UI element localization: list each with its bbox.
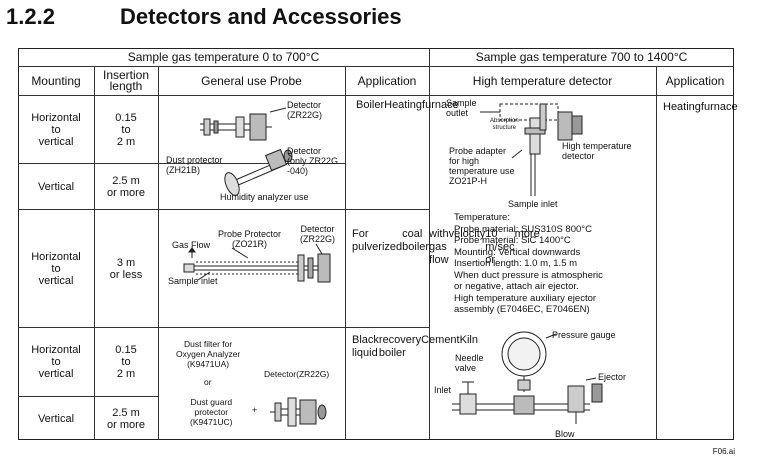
- label-blow: Blow: [555, 429, 575, 439]
- col-header-general-probe: General use Probe: [201, 73, 302, 88]
- figure-label: F06.ai: [712, 447, 735, 456]
- label-or: or: [204, 377, 212, 387]
- probe-drawing-upper: [200, 107, 287, 141]
- col-header-application-2: Application: [665, 73, 725, 88]
- label-pressure-gauge: Pressure gauge: [552, 330, 616, 340]
- table-rule: [18, 396, 158, 397]
- label-detector-a: Detector(ZR22G): [287, 100, 323, 120]
- label-ejector: Ejector: [598, 372, 627, 382]
- label-sample-inlet-ht: Sample inlet: [508, 199, 558, 209]
- high-temp-specs: Temperature: Probe material: SUS310S 800…: [454, 212, 603, 315]
- section-title: Detectors and Accessories: [120, 4, 402, 29]
- label-detector-g2: Detector(ZR22G): [300, 224, 336, 244]
- probe-drawing-long: [183, 243, 331, 283]
- detectors-table: [18, 48, 734, 440]
- row5-mounting: Vertical: [37, 412, 75, 425]
- label-dust-protector: Dust protector(ZH21B): [166, 155, 223, 175]
- table-rule: [656, 66, 657, 440]
- label-detector-b: Detector(only ZR22G-040): [287, 146, 339, 176]
- label-sample-inlet-g2: Sample inlet: [168, 276, 218, 286]
- table-rule: [18, 209, 429, 210]
- table-rule: [18, 327, 429, 328]
- table-rule: [345, 66, 346, 440]
- col-header-mounting: Mounting: [31, 73, 81, 88]
- label-gas-flow: Gas Flow: [172, 240, 211, 250]
- label-detector-g3: Detector(ZR22G): [264, 369, 330, 379]
- col-header-high-temp-detector: High temperature detector: [472, 73, 613, 88]
- ejector-assembly-drawing: [452, 331, 603, 424]
- high-temp-detector-drawing: [480, 103, 583, 196]
- table-rule: [94, 66, 95, 440]
- label-inlet: Inlet: [434, 385, 452, 395]
- table-rule: [158, 66, 159, 440]
- label-humidity: Humidity analyzer use: [220, 192, 309, 202]
- label-plus: +: [252, 405, 258, 415]
- row2-mounting: Vertical: [37, 180, 75, 193]
- table-rule: [429, 48, 430, 440]
- probe-drawing-filter: [270, 397, 327, 427]
- group-header-low-temp: Sample gas temperature 0 to 700°C: [127, 50, 320, 64]
- group-header-high-temp: Sample gas temperature 700 to 1400°C: [475, 50, 688, 64]
- col-header-application: Application: [357, 73, 417, 88]
- table-rule: [18, 163, 345, 164]
- table-rule: [18, 66, 734, 67]
- label-probe-protector: Probe Protector(ZO21R): [218, 229, 282, 249]
- probe-drawing-lower: [224, 148, 293, 196]
- table-rule: [18, 95, 734, 96]
- section-number: 1.2.2: [6, 4, 55, 29]
